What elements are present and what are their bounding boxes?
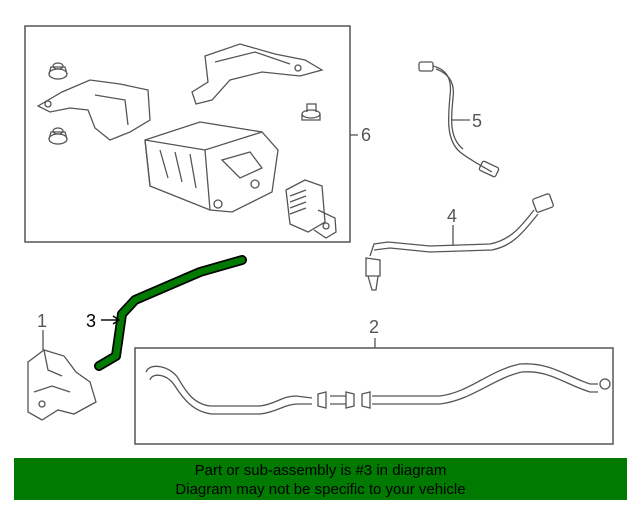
top-bracket-part — [191, 43, 324, 105]
assembly-2-box — [134, 347, 614, 445]
assembly-6-box — [24, 25, 351, 243]
grommet-part — [301, 103, 321, 121]
callout-3: 3 — [86, 311, 96, 331]
callout-2: 2 — [369, 317, 379, 337]
canister-part — [144, 121, 279, 213]
sensor-5-part — [418, 61, 500, 178]
bracket-1-part — [27, 349, 97, 421]
clip-part — [48, 62, 68, 145]
callout-4: 4 — [447, 206, 457, 226]
hose-part-3 — [94, 255, 247, 371]
valve-part — [285, 179, 337, 239]
hose-assembly-2-part — [145, 363, 611, 415]
sensor-4-part — [365, 193, 554, 291]
bracket-part — [36, 79, 151, 141]
info-banner: Part or sub-assembly is #3 in diagram Di… — [14, 458, 627, 500]
banner-line-1: Part or sub-assembly is #3 in diagram — [194, 462, 447, 479]
banner-line-2: Diagram may not be specific to your vehi… — [175, 481, 466, 498]
callout-6: 6 — [361, 125, 371, 145]
callout-1: 1 — [37, 311, 47, 331]
callout-5: 5 — [472, 111, 482, 131]
